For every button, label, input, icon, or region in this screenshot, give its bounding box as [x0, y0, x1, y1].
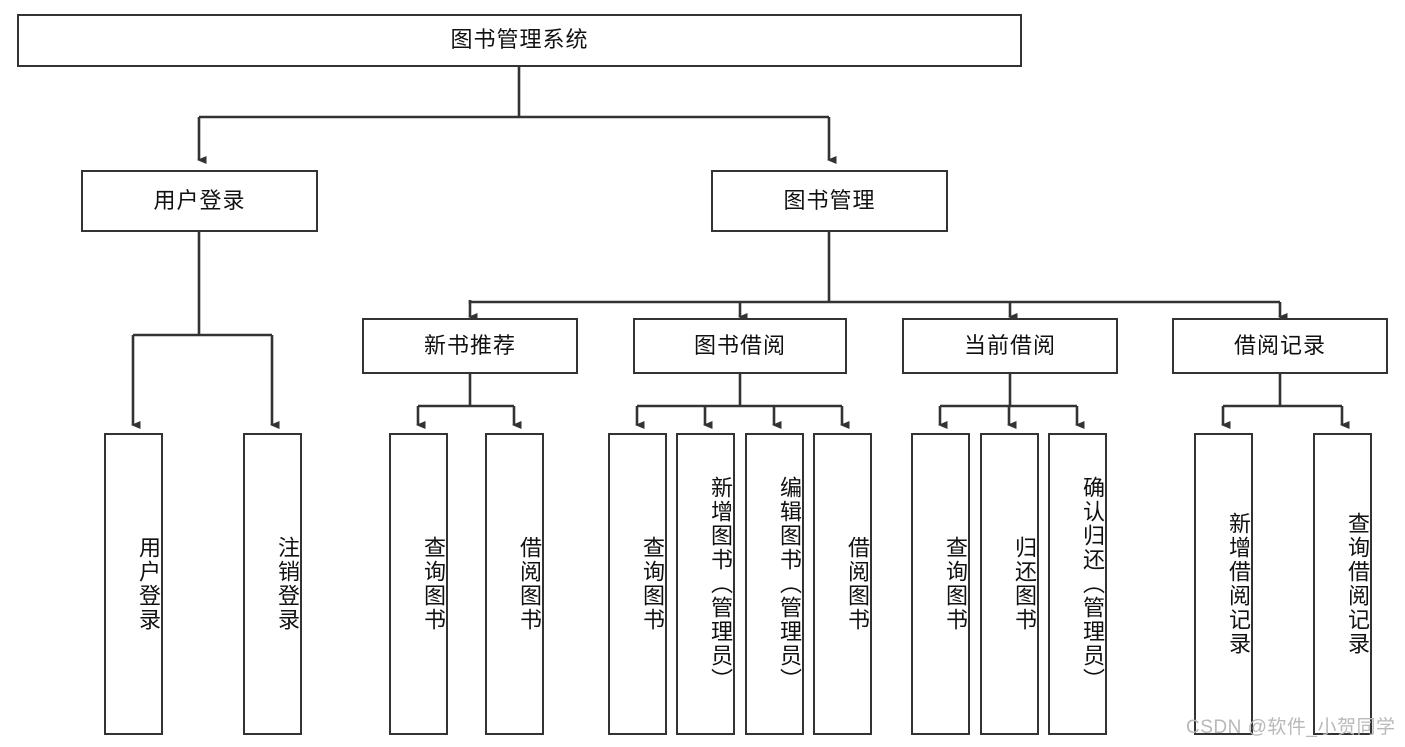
- node-label: 用户登录: [136, 536, 161, 632]
- leaf-borrow-query-book[interactable]: 查询图书: [608, 433, 667, 735]
- leaf-current-confirm-return[interactable]: 确认归还（管理员）: [1048, 433, 1107, 735]
- node-label: 借阅图书: [517, 536, 542, 632]
- node-label: 借阅记录: [1233, 332, 1326, 358]
- leaf-user-login[interactable]: 用户登录: [104, 433, 163, 735]
- node-label: 新书推荐: [423, 332, 516, 358]
- node-label: 查询图书: [640, 536, 665, 632]
- node-book-management[interactable]: 图书管理: [711, 170, 948, 232]
- node-label: 图书借阅: [693, 332, 786, 358]
- node-label: 当前借阅: [963, 332, 1056, 358]
- node-label: 用户登录: [153, 187, 246, 213]
- leaf-user-logout[interactable]: 注销登录: [243, 433, 302, 735]
- watermark-csdn: CSDN @软件_小贺同学: [1186, 717, 1396, 738]
- node-user-login[interactable]: 用户登录: [81, 170, 318, 232]
- node-label: 注销登录: [275, 536, 300, 632]
- leaf-record-add[interactable]: 新增借阅记录: [1194, 433, 1253, 735]
- leaf-current-return-book[interactable]: 归还图书: [980, 433, 1039, 735]
- leaf-borrow-borrow-book[interactable]: 借阅图书: [813, 433, 872, 735]
- node-label: 查询图书: [943, 536, 968, 632]
- node-label: 编辑图书（管理员）: [777, 476, 802, 692]
- node-label: 图书管理系统: [450, 27, 589, 53]
- node-current-borrow[interactable]: 当前借阅: [902, 318, 1118, 374]
- node-borrow-record[interactable]: 借阅记录: [1172, 318, 1388, 374]
- leaf-current-query-book[interactable]: 查询图书: [911, 433, 970, 735]
- leaf-record-query[interactable]: 查询借阅记录: [1313, 433, 1372, 735]
- leaf-recommend-borrow-book[interactable]: 借阅图书: [485, 433, 544, 735]
- node-label: 借阅图书: [845, 536, 870, 632]
- node-label: 图书管理: [783, 187, 876, 213]
- node-new-book-recommend[interactable]: 新书推荐: [362, 318, 578, 374]
- node-book-borrow[interactable]: 图书借阅: [633, 318, 847, 374]
- node-label: 确认归还（管理员）: [1080, 476, 1105, 692]
- node-root-system[interactable]: 图书管理系统: [17, 14, 1022, 67]
- leaf-recommend-query-book[interactable]: 查询图书: [389, 433, 448, 735]
- node-label: 新增借阅记录: [1226, 512, 1251, 656]
- node-label: 查询借阅记录: [1345, 512, 1370, 656]
- node-label: 归还图书: [1012, 536, 1037, 632]
- node-label: 新增图书（管理员）: [708, 476, 733, 692]
- leaf-borrow-edit-book[interactable]: 编辑图书（管理员）: [745, 433, 804, 735]
- leaf-borrow-add-book[interactable]: 新增图书（管理员）: [676, 433, 735, 735]
- node-label: 查询图书: [421, 536, 446, 632]
